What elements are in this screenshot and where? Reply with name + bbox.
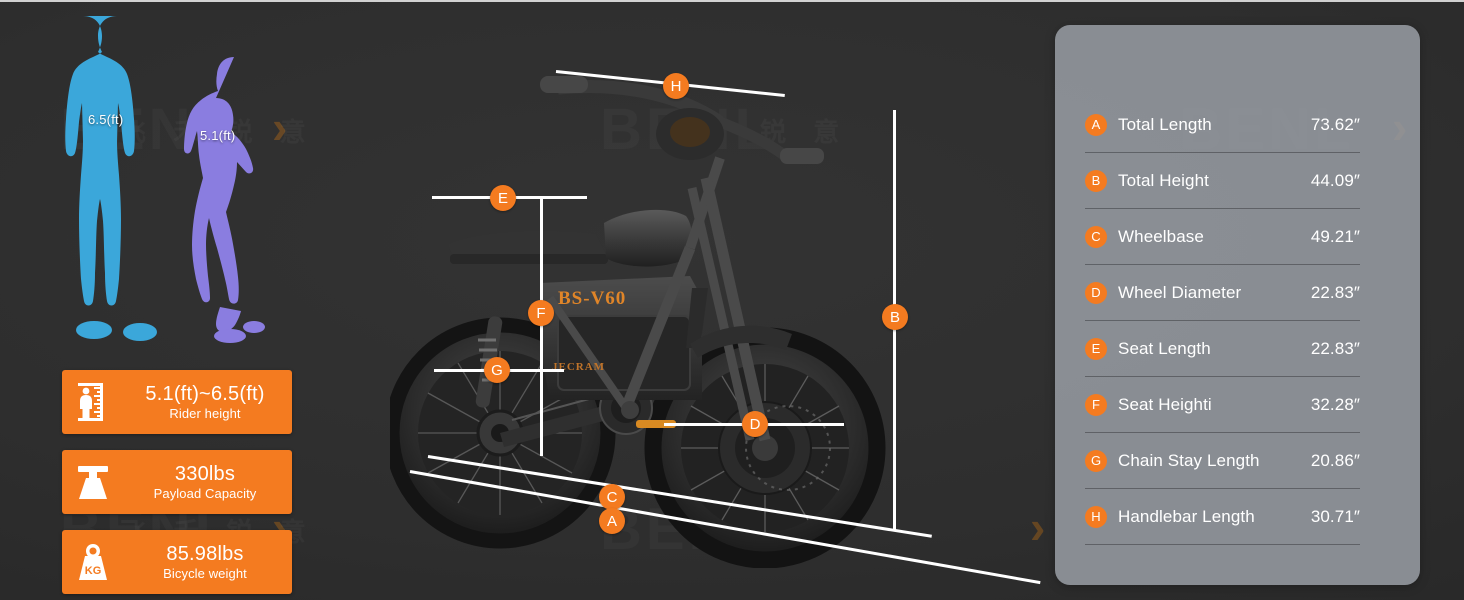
bike-illustration: BS-V60 JECRAM — [390, 48, 910, 568]
spec-value: 22.83″ — [1310, 338, 1360, 358]
spec-value: 20.86″ — [1310, 450, 1360, 470]
dimension-marker-h: H — [663, 73, 689, 99]
spec-badge-a: A — [1085, 113, 1107, 136]
spec-name: Handlebar Length — [1118, 506, 1255, 526]
crank — [621, 401, 676, 428]
card-payload-text: 330lbs Payload Capacity — [124, 463, 292, 502]
handlebar — [540, 76, 824, 164]
seat — [448, 230, 608, 264]
spec-row-c: C Wheelbase 49.21″ — [1085, 209, 1360, 265]
chevron-icon: › — [1030, 501, 1046, 553]
spec-name: Seat Heighti — [1118, 394, 1212, 414]
spec-value: 49.21″ — [1310, 226, 1360, 246]
dimension-marker-f: F — [528, 300, 554, 326]
spec-badge-h: H — [1085, 505, 1107, 528]
chevron-icon: › — [272, 101, 288, 153]
rider-height-icon — [62, 370, 124, 434]
spec-name: Chain Stay Length — [1118, 450, 1260, 470]
spec-badge-d: D — [1085, 281, 1107, 304]
card-rider-height-value: 5.1(ft)~6.5(ft) — [145, 382, 265, 405]
spec-row-g: G Chain Stay Length 20.86″ — [1085, 433, 1360, 489]
dimension-marker-a: A — [599, 508, 625, 534]
dimension-marker-e: E — [490, 185, 516, 211]
svg-text:KG: KG — [85, 565, 102, 577]
card-payload-value: 330lbs — [174, 462, 236, 485]
spec-row-h: H Handlebar Length 30.71″ — [1085, 489, 1360, 545]
spec-value: 30.71″ — [1310, 506, 1360, 526]
spec-row-a: A Total Length 73.62″ — [1085, 97, 1360, 153]
spec-row-e: E Seat Length 22.83″ — [1085, 321, 1360, 377]
female-height-label: 5.1(ft) — [200, 128, 236, 143]
male-height-label: 6.5(ft) — [88, 112, 124, 127]
card-rider-height: 5.1(ft)~6.5(ft) Rider height — [62, 370, 292, 434]
spec-name: Seat Length — [1118, 338, 1211, 358]
card-weight-text: 85.98lbs Bicycle weight — [124, 543, 292, 582]
front-fender — [690, 325, 792, 358]
spec-badge-g: G — [1085, 449, 1107, 472]
dimension-marker-g: G — [484, 357, 510, 383]
spec-row-f: F Seat Heighti 32.28″ — [1085, 377, 1360, 433]
dimension-marker-c: C — [599, 484, 625, 510]
male-silhouette — [62, 12, 172, 342]
card-rider-height-label: Rider height — [169, 405, 241, 421]
bike-model-badge: BS-V60 — [558, 288, 626, 309]
card-rider-height-text: 5.1(ft)~6.5(ft) Rider height — [124, 383, 292, 422]
frame — [546, 156, 771, 442]
spec-badge-b: B — [1085, 169, 1107, 192]
tank — [604, 209, 692, 267]
spec-name: Total Length — [1118, 114, 1212, 134]
card-weight-label: Bicycle weight — [163, 565, 247, 581]
bicycle-weight-icon: KG — [62, 530, 124, 594]
card-weight-value: 85.98lbs — [166, 542, 244, 565]
payload-scale-icon — [62, 450, 124, 514]
card-payload-label: Payload Capacity — [153, 485, 257, 501]
spec-row-b: B Total Height 44.09″ — [1085, 153, 1360, 209]
spec-value: 32.28″ — [1310, 394, 1360, 414]
spec-value: 22.83″ — [1310, 282, 1360, 302]
spec-badge-e: E — [1085, 337, 1107, 360]
bike-brand-badge: JECRAM — [552, 361, 605, 373]
spec-badge-c: C — [1085, 225, 1107, 248]
dimension-marker-b: B — [882, 304, 908, 330]
female-silhouette — [182, 55, 282, 345]
card-payload-capacity: 330lbs Payload Capacity — [62, 450, 292, 514]
spec-badge-f: F — [1085, 393, 1107, 416]
spec-name: Total Height — [1118, 170, 1209, 190]
dimension-line-f-vertical — [540, 196, 543, 456]
spec-name: Wheel Diameter — [1118, 282, 1242, 302]
spec-row-d: D Wheel Diameter 22.83″ — [1085, 265, 1360, 321]
top-divider — [0, 0, 1464, 2]
dimension-marker-d: D — [742, 411, 768, 437]
card-bicycle-weight: KG 85.98lbs Bicycle weight — [62, 530, 292, 594]
spec-value: 73.62″ — [1310, 114, 1360, 134]
spec-value: 44.09″ — [1310, 170, 1360, 190]
spec-name: Wheelbase — [1118, 226, 1204, 246]
